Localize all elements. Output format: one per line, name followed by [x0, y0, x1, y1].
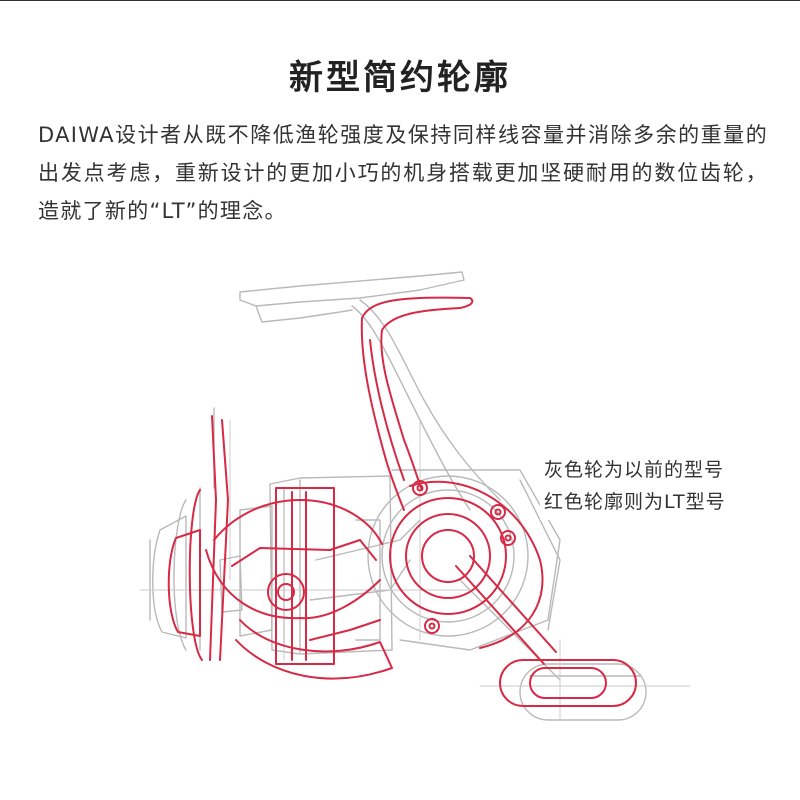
- top-divider: [0, 0, 800, 1]
- page-title: 新型简约轮廓: [289, 58, 511, 98]
- fishing-reel-outline-icon: [139, 271, 691, 721]
- legend-red-label: 红色轮廓则为LT型号: [544, 491, 726, 513]
- description-text: DAIWA设计者从既不降低渔轮强度及保持同样线容量并消除多余的重量的出发点考虑，…: [38, 123, 768, 223]
- legend-gray-label: 灰色轮为以前的型号: [544, 459, 725, 481]
- lt-model-outline: [167, 296, 637, 707]
- legend: 灰色轮为以前的型号 红色轮廓则为LT型号: [540, 452, 730, 520]
